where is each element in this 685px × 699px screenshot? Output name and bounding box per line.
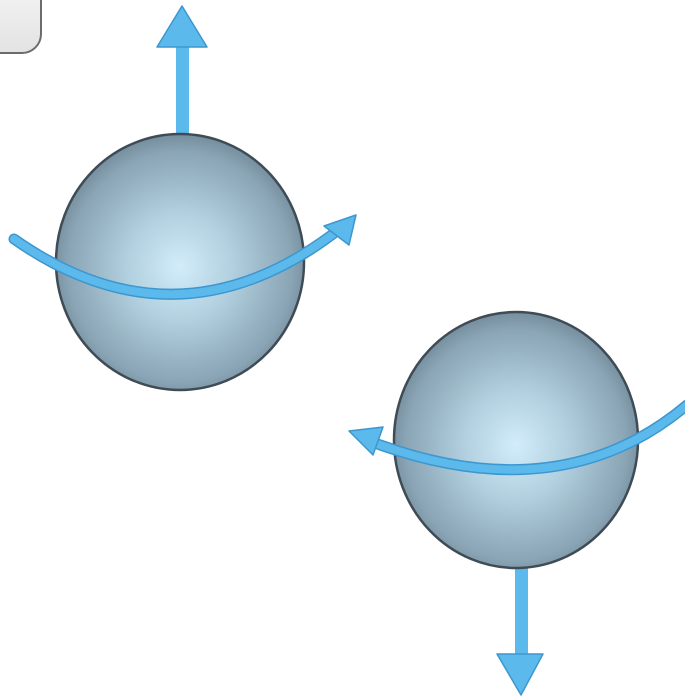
spin-up-particle	[14, 6, 356, 390]
spin-up-sphere	[56, 134, 304, 390]
spin-up-axis-arrow	[157, 6, 207, 140]
spin-down-particle	[349, 312, 685, 695]
spin-down-axis-arrow	[497, 560, 543, 695]
spin-down-sphere	[394, 312, 638, 568]
